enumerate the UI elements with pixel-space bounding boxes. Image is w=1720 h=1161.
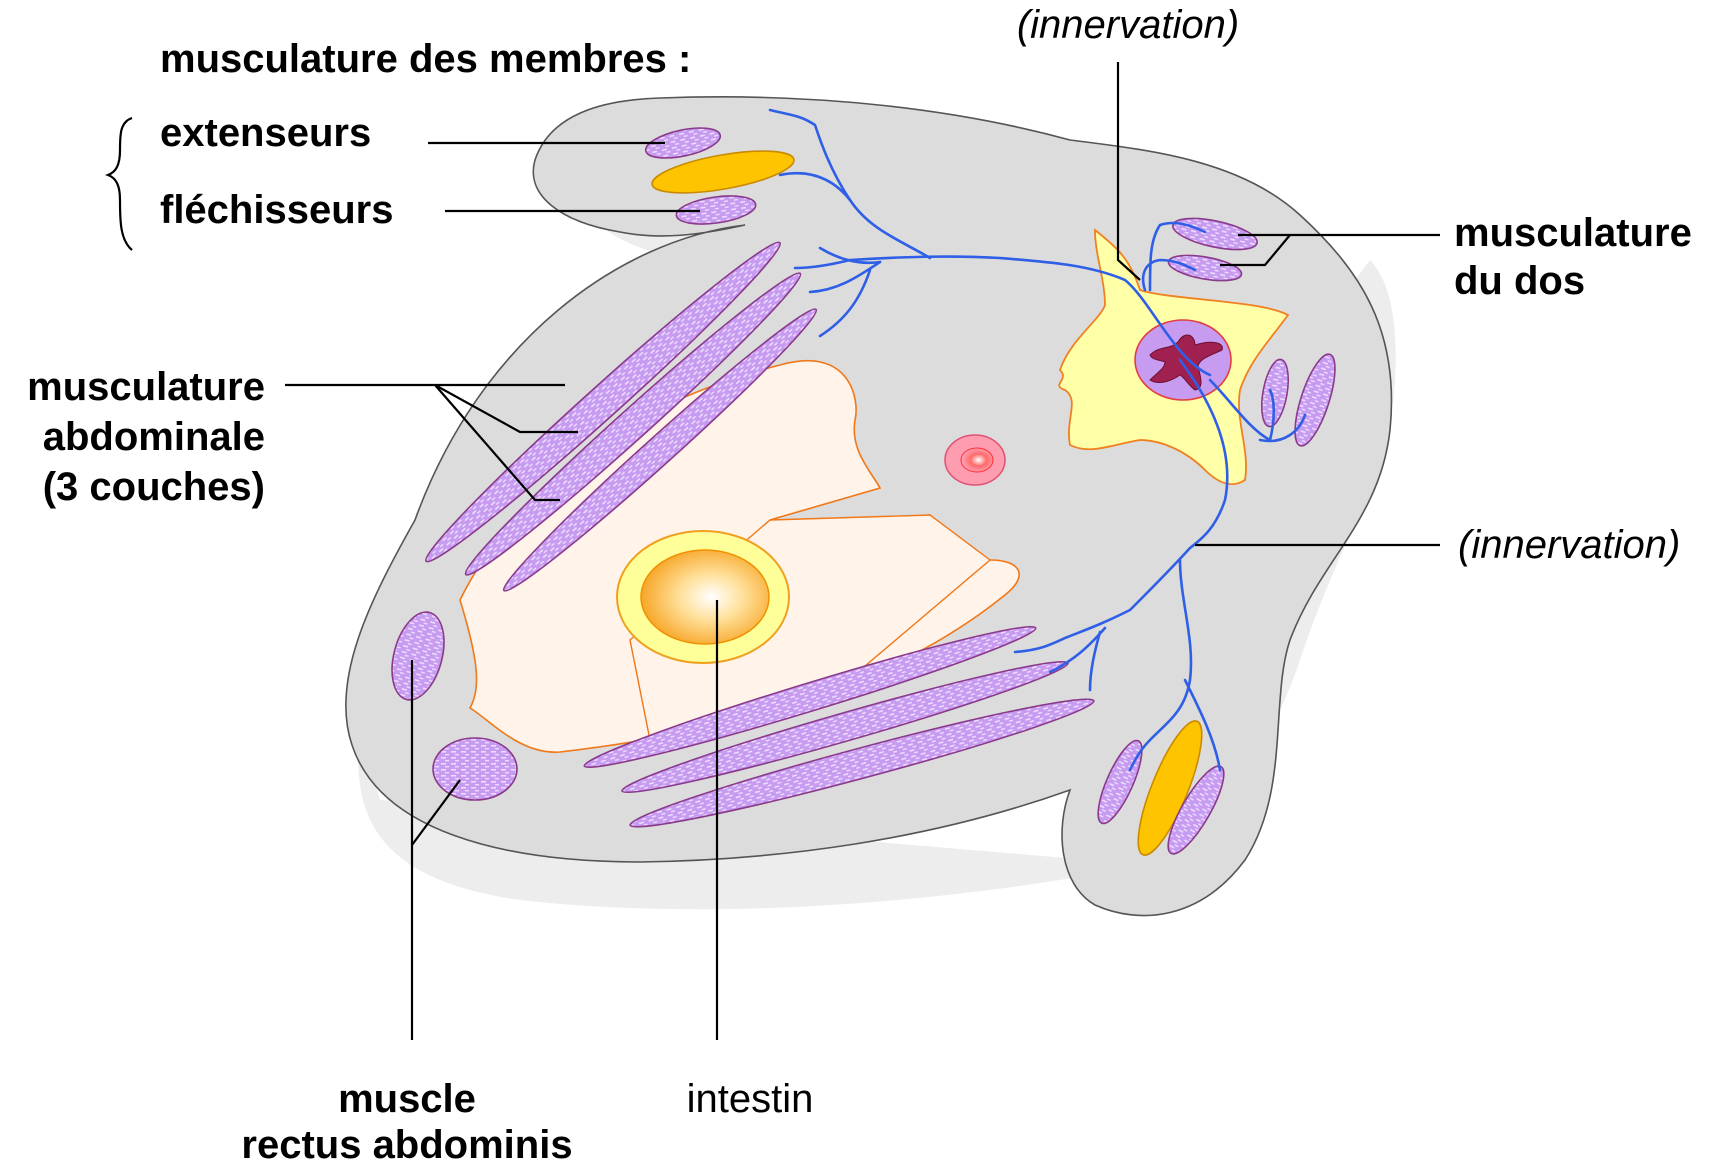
flexors-label: fléchisseurs: [160, 188, 393, 232]
rectus-abdominis-label-line2: rectus abdominis: [241, 1123, 572, 1161]
innervation-right-label: (innervation): [1458, 523, 1680, 567]
rectus-abdominis-label-line1: muscle: [338, 1077, 476, 1121]
back-musculature-label-line2: du dos: [1454, 259, 1585, 303]
intestine-label: intestin: [687, 1077, 814, 1121]
innervation-top-label: (innervation): [1017, 3, 1239, 47]
extensors-label: extenseurs: [160, 111, 371, 155]
aorta-lumen: [961, 448, 993, 472]
abdominal-musculature-label-line2: abdominale: [43, 415, 265, 459]
limb-musculature-title: musculature des membres :: [160, 37, 691, 81]
intestine-lumen: [641, 550, 769, 644]
back-musculature-label-line1: musculature: [1454, 211, 1692, 255]
abdominal-musculature-label-line1: musculature: [27, 365, 265, 409]
limb-brace: [108, 118, 132, 250]
abdominal-musculature-label-line3: (3 couches): [43, 465, 265, 509]
rectus-abdominis-muscle-2: [433, 738, 517, 800]
